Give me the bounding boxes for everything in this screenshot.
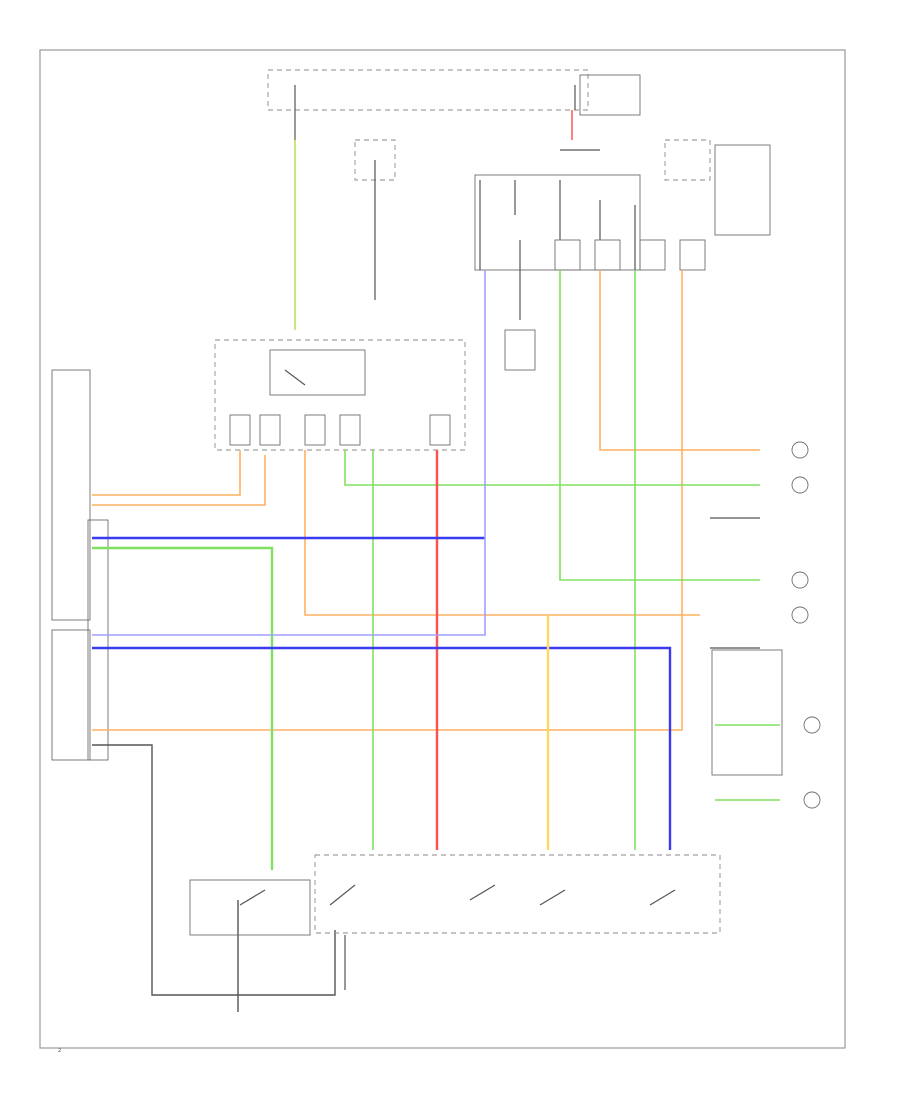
relay-cluster [474, 174, 706, 371]
fuse-box-hot-at-all-times-left [267, 69, 589, 111]
relay-box-right [714, 144, 771, 236]
footer-code: 2 [58, 1048, 61, 1054]
wire-orange-1 [92, 450, 241, 496]
fuse-slot-4 [339, 414, 361, 446]
right-module-box [711, 649, 783, 776]
lamp-4 [791, 606, 809, 624]
left-connectors [51, 369, 109, 761]
wire-orange-4 [599, 270, 760, 451]
lamp-5 [803, 716, 821, 734]
bottom-switch-cluster [189, 854, 721, 990]
page-frame [39, 49, 846, 1049]
fuse-block-b [594, 239, 621, 271]
relay-cluster-box [474, 174, 641, 271]
fuse-slot-1 [229, 414, 251, 446]
wire-black-ground [92, 744, 238, 996]
fuse-slot-2 [259, 414, 281, 446]
right-lamps [710, 441, 821, 809]
fuse-block-a [554, 239, 581, 271]
wire-black-ground-2 [237, 900, 336, 996]
fuse-slot-3 [304, 414, 326, 446]
wire-orange-5 [92, 270, 683, 731]
fuse-slot-5 [429, 414, 451, 446]
wire-light-blue-1 [92, 270, 486, 636]
top-fuse-boxes [267, 69, 771, 300]
wire-orange-2 [92, 455, 266, 506]
left-module-lower [51, 629, 91, 761]
wires [92, 110, 780, 1012]
wire-orange-3 [304, 450, 700, 616]
relay-coil-box [269, 349, 366, 396]
lamp-1 [791, 441, 809, 459]
central-relay-box [214, 339, 466, 451]
wire-green-3 [92, 546, 274, 870]
wire-green-1 [344, 450, 760, 486]
fuse-block-c [639, 239, 666, 271]
lamp-6 [803, 791, 821, 809]
switch-cluster-outline [314, 854, 721, 934]
lamp-3 [791, 571, 809, 589]
left-switch-box [189, 879, 311, 936]
lamp-2 [791, 476, 809, 494]
fuse-box-right-top [579, 74, 641, 116]
ground-connector [504, 329, 536, 371]
wire-blue-2 [92, 646, 672, 850]
wire-green-2 [559, 270, 760, 581]
left-inline-connector [87, 519, 109, 761]
fuse-box-right [664, 139, 711, 181]
left-module-upper [51, 369, 91, 621]
fuse-block-d [679, 239, 706, 271]
